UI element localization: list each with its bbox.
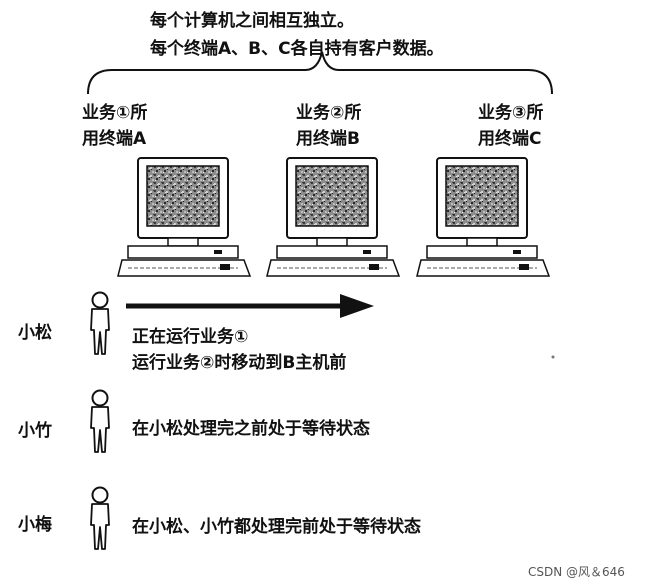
curly-brace bbox=[87, 51, 553, 95]
computer-c-icon bbox=[416, 157, 550, 277]
person-name-1: 小松 bbox=[18, 323, 52, 343]
person-icon-3 bbox=[90, 486, 110, 550]
terminal-a-label-2: 用终端A bbox=[82, 129, 147, 149]
computer-b-icon bbox=[266, 157, 400, 277]
person-3-status-line-1: 在小松、小竹都处理完前处于等待状态 bbox=[132, 517, 421, 537]
person-1-status-line-2: 运行业务②时移动到B主机前 bbox=[132, 353, 347, 373]
header-line-2: 每个终端A、B、C各自持有客户数据。 bbox=[150, 39, 444, 59]
computer-a-icon bbox=[117, 157, 251, 277]
person-name-3: 小梅 bbox=[18, 515, 52, 535]
person-name-2: 小竹 bbox=[18, 421, 52, 441]
person-icon-2 bbox=[90, 389, 110, 453]
terminal-a-label-1: 业务①所 bbox=[82, 103, 148, 123]
move-arrow bbox=[126, 294, 374, 318]
header-line-1: 每个计算机之间相互独立。 bbox=[150, 11, 354, 31]
terminal-b-label-2: 用终端B bbox=[296, 129, 360, 149]
person-2-status-line-1: 在小松处理完之前处于等待状态 bbox=[132, 419, 370, 439]
person-icon-1 bbox=[90, 291, 110, 355]
terminal-c-label-1: 业务③所 bbox=[478, 103, 544, 123]
person-1-status-line-1: 正在运行业务① bbox=[132, 327, 249, 347]
watermark: CSDN @风＆646 bbox=[528, 565, 625, 579]
terminal-c-label-2: 用终端C bbox=[478, 129, 542, 149]
terminal-b-label-1: 业务②所 bbox=[296, 103, 362, 123]
